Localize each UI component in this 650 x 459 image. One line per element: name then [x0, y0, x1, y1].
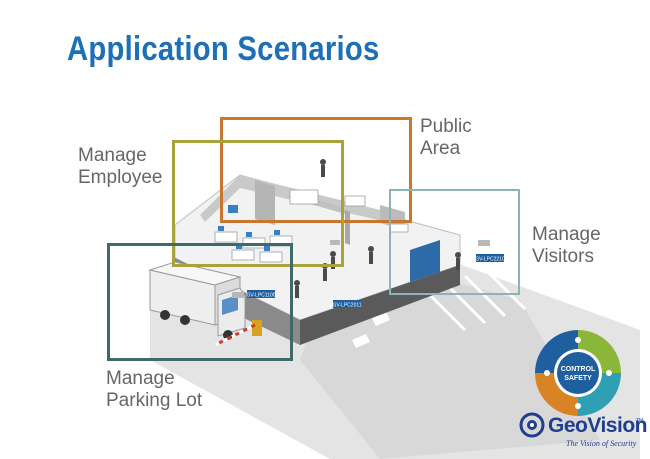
label-line: Manage	[106, 368, 175, 389]
gate-barrier	[214, 320, 262, 347]
monitors	[218, 205, 280, 251]
building-front-wall	[300, 265, 460, 345]
car-icon	[544, 370, 550, 376]
control-safety-badge: CONTROL SAFETY	[535, 330, 621, 416]
label-manage-employee: Manage Employee	[78, 145, 163, 189]
camera-icon	[232, 240, 490, 298]
label-line: Public	[420, 116, 472, 137]
label-public-area: Public Area	[420, 116, 472, 160]
badge-text: SAFETY	[564, 375, 592, 382]
frame-public-area	[220, 117, 412, 223]
label-line: Employee	[78, 167, 163, 188]
label-line: Manage	[78, 145, 147, 166]
lane-arrow	[372, 312, 390, 326]
brand-tm: TM	[636, 418, 644, 424]
camera-tags: GV-LPC1100 GV-LPC2011 GV-LPC2210	[246, 254, 505, 309]
camera-tag: GV-LPC1100	[246, 293, 275, 299]
brand-tagline: The Vision of Security	[566, 439, 637, 448]
geovision-logo-icon	[519, 412, 545, 438]
partition-wall	[345, 210, 350, 245]
label-manage-visitors: Manage Visitors	[532, 224, 601, 268]
label-line: Parking Lot	[106, 390, 203, 411]
lane-arrow	[352, 334, 370, 348]
frame-manage-parking-lot	[107, 243, 293, 361]
frame-manage-employee	[172, 140, 344, 267]
brand-name: GeoVision	[548, 414, 647, 437]
page-title: Application Scenarios	[67, 30, 380, 68]
label-line: Manage	[532, 224, 601, 245]
truck	[148, 261, 246, 340]
user-icon	[575, 337, 581, 343]
label-line: Visitors	[532, 246, 594, 267]
people	[294, 159, 461, 298]
camera-icon	[575, 403, 581, 409]
glass-door	[410, 240, 440, 282]
camera-tag: GV-LPC2210	[475, 257, 505, 263]
badge-text: CONTROL	[561, 366, 596, 373]
partition-wall	[255, 180, 275, 225]
person-icon	[606, 370, 612, 376]
label-manage-parking-lot: Manage Parking Lot	[106, 368, 202, 412]
frame-manage-visitors	[389, 189, 520, 295]
label-line: Area	[420, 138, 461, 159]
parking-lines	[423, 267, 527, 332]
camera-tag: GV-LPC2011	[332, 303, 361, 309]
